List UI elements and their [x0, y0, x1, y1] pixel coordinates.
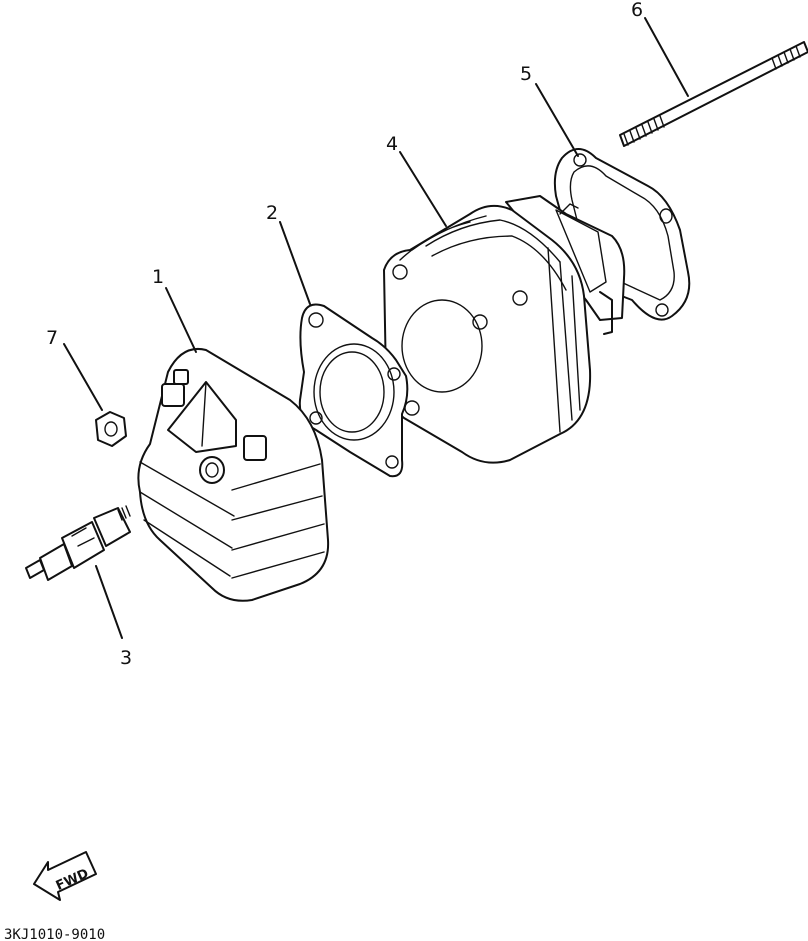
- fwd-arrow-icon: FWD: [33, 851, 97, 901]
- leader-line-5: [535, 83, 579, 157]
- leader-line-7: [63, 343, 103, 411]
- callout-7: 7: [46, 327, 58, 349]
- flange-nut-part-7: [95, 411, 127, 447]
- leader-line-3: [95, 565, 123, 639]
- leader-line-1: [165, 287, 197, 353]
- callout-1: 1: [152, 266, 164, 288]
- cylinder-head-part-1: [137, 348, 330, 602]
- head-gasket-part-2: [298, 303, 409, 478]
- spark-plug-part-3: [25, 505, 131, 581]
- callout-6: 6: [631, 0, 643, 21]
- cylinder-part-4: [383, 195, 626, 464]
- callout-3: 3: [120, 647, 132, 669]
- leader-line-4: [399, 151, 447, 227]
- callout-5: 5: [520, 63, 532, 85]
- callout-4: 4: [386, 133, 398, 155]
- diagram-code: 3KJ1010-9010: [4, 927, 105, 941]
- callout-2: 2: [266, 202, 278, 224]
- leader-line-2: [279, 221, 311, 305]
- stud-bolt-part-6: [619, 41, 808, 147]
- leader-lines: [63, 17, 689, 639]
- leader-line-6: [644, 17, 689, 97]
